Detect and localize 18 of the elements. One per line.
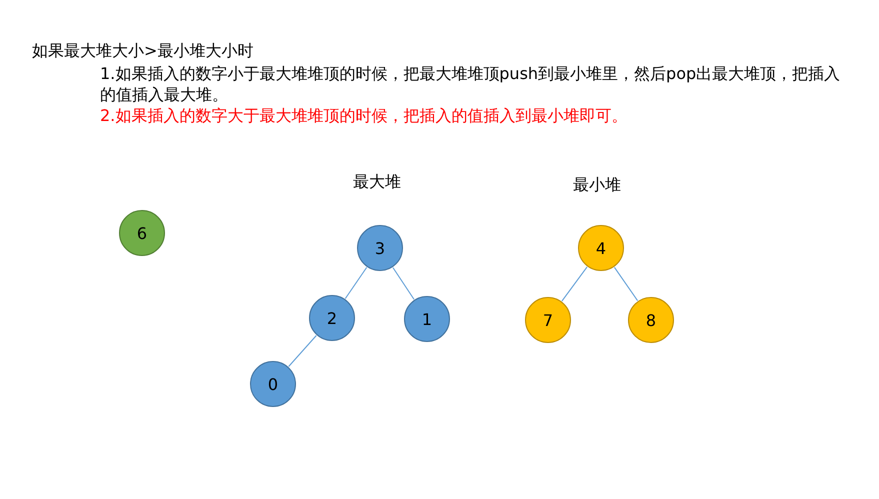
number-circle: 7 xyxy=(525,297,571,343)
rule-text: 1.如果插入的数字小于最大堆堆顶的时候，把最大堆堆顶push到最小堆里，然后pop出最大堆顶，把插入的值插入最大堆。 xyxy=(100,63,842,105)
number-circle: 3 xyxy=(357,225,403,271)
condition-text: 如果最大堆大小>最小堆大小时 xyxy=(32,40,254,61)
heap-title: 最小堆 xyxy=(573,174,622,195)
connector-line xyxy=(288,335,317,367)
connector-line xyxy=(344,266,368,300)
number-circle: 6 xyxy=(119,210,165,256)
connector-line xyxy=(561,266,588,302)
rule-text: 2.如果插入的数字大于最大堆堆顶的时候，把插入的值插入到最小堆即可。 xyxy=(100,105,628,126)
number-circle: 8 xyxy=(628,297,674,343)
heap-title: 最大堆 xyxy=(353,171,402,192)
number-circle: 2 xyxy=(309,295,355,341)
connector-line xyxy=(614,266,638,302)
number-circle: 0 xyxy=(250,361,296,407)
number-circle: 1 xyxy=(404,296,450,342)
connector-line xyxy=(392,267,415,300)
number-circle: 4 xyxy=(578,225,624,271)
